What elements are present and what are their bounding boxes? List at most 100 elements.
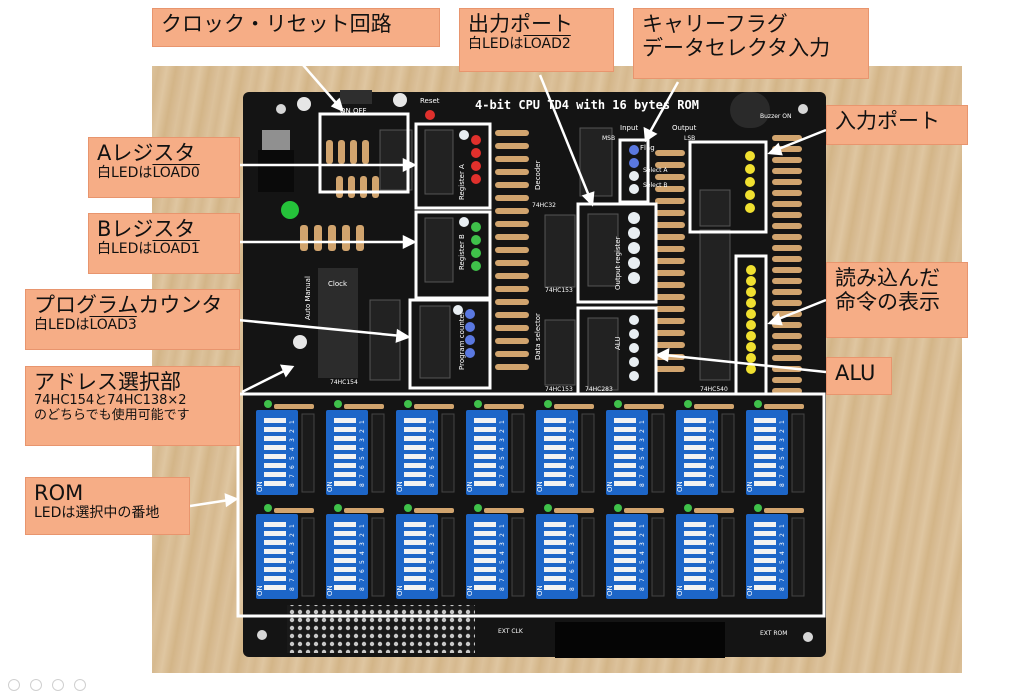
dip-number: 6	[569, 465, 576, 469]
dip-number: 2	[499, 533, 506, 537]
led	[628, 227, 640, 239]
dip-number: 3	[569, 542, 576, 546]
led	[754, 400, 762, 408]
dip-switch-lever	[264, 481, 286, 486]
resistor	[772, 300, 802, 306]
frame-carry-flag	[618, 138, 650, 204]
dip-number: 6	[709, 465, 716, 469]
dip-switch-lever	[544, 454, 566, 459]
dip-number: 4	[709, 551, 716, 555]
dip-number: 1	[709, 524, 716, 528]
dip-switch-lever	[264, 567, 286, 572]
ic-chip	[699, 189, 731, 227]
dip-number: 5	[709, 456, 716, 460]
rom-chip	[791, 517, 805, 597]
dip-number: 1	[429, 420, 436, 424]
dip-switch-lever	[614, 522, 636, 527]
resistor	[414, 508, 454, 513]
rom-chip	[791, 413, 805, 493]
resistor	[772, 377, 802, 383]
dip-switch-lever	[264, 472, 286, 477]
dip-number: 3	[639, 542, 646, 546]
led	[544, 504, 552, 512]
resistor	[495, 143, 529, 149]
callout-program-counter-signal: LOAD3	[89, 317, 137, 334]
rom-chip	[511, 413, 525, 493]
dip-switch-lever	[334, 427, 356, 432]
dip-switch-lever	[544, 540, 566, 545]
dip-number: 8	[429, 483, 436, 487]
dip-switch-lever	[334, 549, 356, 554]
dip-on-label: ON	[536, 585, 544, 596]
reset-switch	[393, 93, 407, 107]
dip-number: 5	[359, 560, 366, 564]
dip-switch-lever	[474, 567, 496, 572]
dip-number: 3	[709, 438, 716, 442]
dip-number: 5	[289, 560, 296, 564]
dip-number: 4	[779, 447, 786, 451]
dip-number: 8	[359, 587, 366, 591]
led	[628, 242, 640, 254]
dip-switch-lever	[404, 436, 426, 441]
resistor	[624, 508, 664, 513]
led	[629, 184, 639, 194]
dip-number: 1	[289, 524, 296, 528]
dip-number: 4	[499, 551, 506, 555]
callout-rom-title: ROM	[34, 481, 84, 505]
callout-a-register-signal: LOAD0	[152, 165, 200, 182]
resistor	[350, 140, 357, 164]
led	[614, 400, 622, 408]
dip-number: 4	[359, 447, 366, 451]
dip-switch-lever	[474, 454, 496, 459]
led	[629, 329, 639, 339]
dip-number: 1	[359, 420, 366, 424]
resistor	[495, 260, 529, 266]
resistor	[772, 234, 802, 240]
dip-on-label: ON	[676, 585, 684, 596]
pcb-select-b: Select B	[643, 182, 668, 189]
resistor	[772, 168, 802, 174]
dip-number: 5	[359, 456, 366, 460]
dip-switch-lever	[404, 567, 426, 572]
dip-switch-lever	[544, 427, 566, 432]
dip-switch-lever	[614, 558, 636, 563]
dip-number: 7	[709, 578, 716, 582]
page-dot	[8, 679, 20, 691]
dip-switch-lever	[404, 418, 426, 423]
dip-switch-lever	[614, 549, 636, 554]
callout-carry-line1: キャリーフラグ	[642, 12, 788, 36]
led	[264, 400, 272, 408]
callout-program-counter-prefix: 白LEDは	[34, 317, 90, 334]
ic-chip	[544, 214, 576, 288]
dip-switch-lever	[684, 558, 706, 563]
dip-switch-lever	[474, 436, 496, 441]
dip-switch-lever	[334, 445, 356, 450]
led	[404, 504, 412, 512]
dip-number: 1	[779, 420, 786, 424]
dip-switch-lever	[754, 540, 776, 545]
dip-number: 3	[429, 438, 436, 442]
led	[684, 504, 692, 512]
frame-input-port	[688, 140, 768, 234]
pcb-data-selector: Data selector	[534, 313, 542, 360]
callout-carry-flag: キャリーフラグ データセレクタ入力	[633, 8, 869, 79]
dip-switch-lever	[264, 454, 286, 459]
led	[629, 343, 639, 353]
dip-switch-lever	[264, 436, 286, 441]
led	[471, 148, 481, 158]
dip-switch-lever	[544, 445, 566, 450]
dip-on-label: ON	[466, 585, 474, 596]
rom-chip	[301, 413, 315, 493]
led	[684, 400, 692, 408]
rom-chip	[371, 517, 385, 597]
pcb-decoder: Decoder	[534, 160, 542, 190]
led	[471, 174, 481, 184]
callout-input-port: 入力ポート	[826, 105, 968, 145]
dip-switch-lever	[614, 427, 636, 432]
led	[471, 161, 481, 171]
pcb-lsb-label: LSB	[684, 135, 695, 142]
dip-number: 1	[569, 420, 576, 424]
dip-switch-lever	[334, 576, 356, 581]
resistor	[554, 508, 594, 513]
dip-number: 8	[569, 587, 576, 591]
